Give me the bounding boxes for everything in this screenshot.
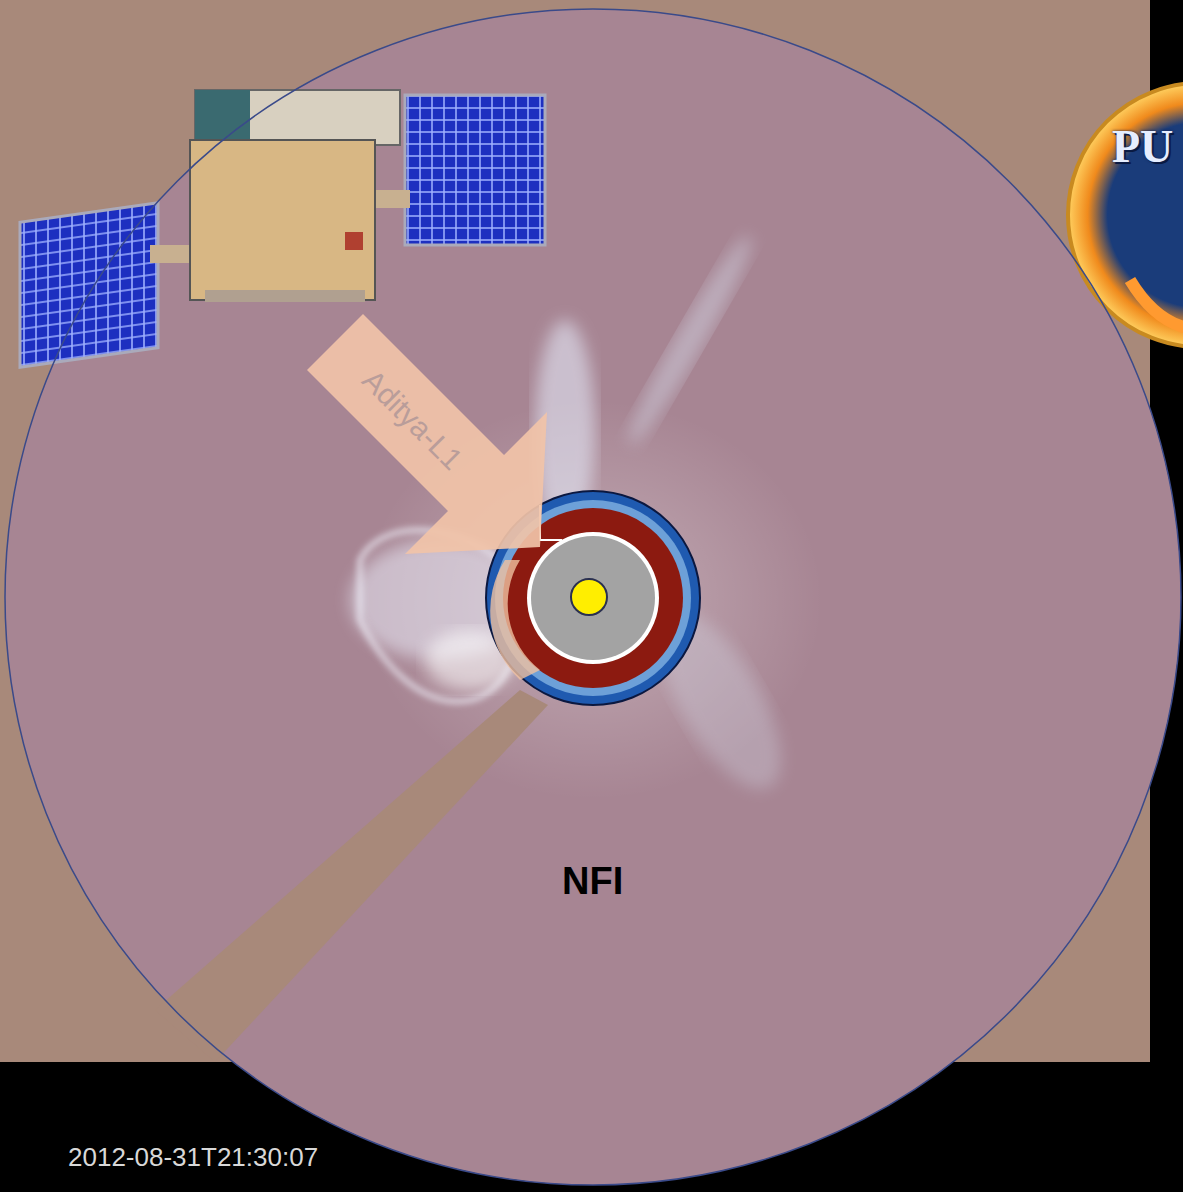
logo-text: PU — [1112, 120, 1173, 173]
spacecraft — [20, 90, 545, 367]
nfi-disk — [5, 9, 1181, 1185]
instrument-field: NFI — [5, 9, 1181, 1185]
corona — [350, 229, 823, 807]
timestamp: 2012-08-31T21:30:07 — [68, 1142, 318, 1173]
occulter-pylon — [155, 690, 548, 1062]
pointer-arrow — [307, 314, 547, 554]
mission-logo — [1068, 83, 1183, 347]
field-label: NFI — [562, 860, 623, 903]
